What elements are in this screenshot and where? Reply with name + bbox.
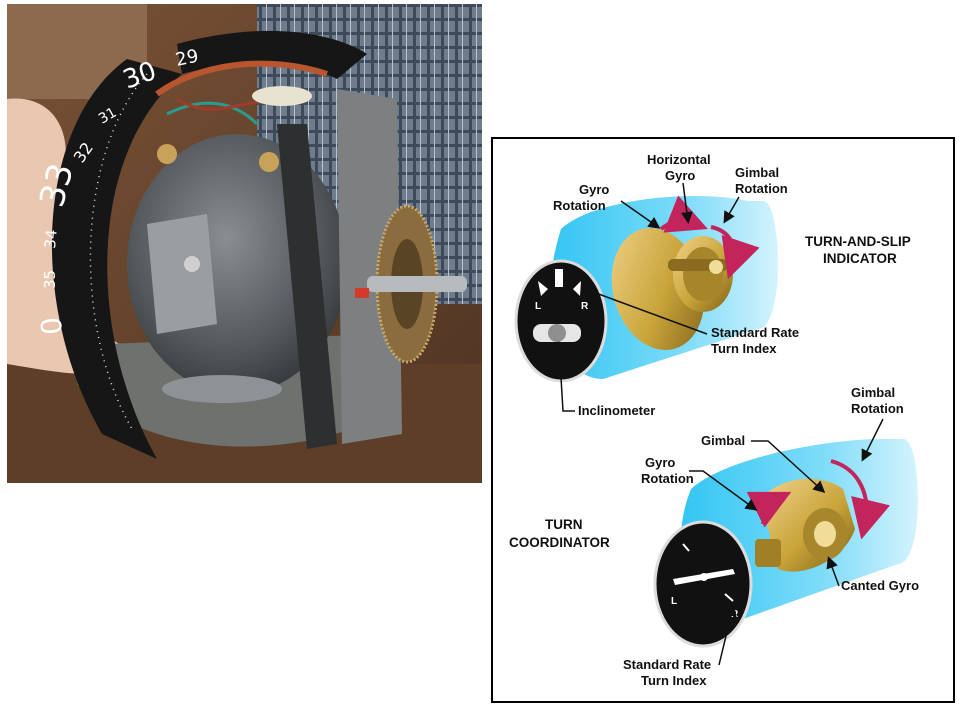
- ts-left-index: [538, 281, 548, 296]
- ts-gimbal-rotation-line1: Gimbal: [735, 165, 779, 180]
- ts-gyro-rotation-leader: [620, 200, 661, 229]
- tc-gyro-rotation-arrow: [746, 491, 792, 528]
- ts-center-index: [555, 269, 563, 287]
- tc-title-line1: TURN: [545, 517, 583, 532]
- compass-number-29: 29: [174, 46, 201, 71]
- gyro-mechanism-photo: 30 31 32 33 34 35 0 29: [7, 4, 482, 483]
- ts-standard-rate-line1: Standard Rate: [711, 325, 799, 340]
- tc-canted-gyro-label: Canted Gyro: [841, 578, 919, 593]
- gimbal-frame: [337, 89, 402, 444]
- diagram-canvas: L R TURN-AND-SLIP INDICATOR Horizontal G…: [509, 152, 919, 688]
- frame-arm: [277, 124, 337, 449]
- tc-gimbal-rotation-leader: [861, 418, 884, 462]
- ts-inclinometer-ball: [548, 324, 566, 342]
- tc-dial-face: [653, 520, 753, 648]
- wiring: [155, 60, 328, 126]
- shaft-red-collar: [355, 288, 369, 298]
- tc-gimbal-rotation-arrow: [830, 459, 891, 540]
- gyro-shaft: [367, 276, 467, 292]
- ts-standard-rate-leader: [582, 286, 708, 335]
- tc-gimbal-rotation-line2: Rotation: [851, 401, 904, 416]
- ts-gimbal-assembly: [668, 236, 733, 312]
- compass-card: 30 31 32 33 34 35 0 29: [32, 30, 367, 459]
- tc-standard-rate-line2: Turn Index: [641, 673, 707, 688]
- brass-screw-right: [259, 152, 279, 172]
- tc-gyro-rotation-leader: [689, 470, 758, 511]
- ts-horizontal-gyro-line2: Gyro: [665, 168, 695, 183]
- gyro-instruments-diagram: L R TURN-AND-SLIP INDICATOR Horizontal G…: [491, 137, 955, 703]
- ts-horizontal-gyro-line1: Horizontal: [647, 152, 711, 167]
- tc-gimbal-leader: [751, 440, 826, 494]
- gyro-bracket: [147, 214, 217, 334]
- ts-gyro-rotation-line2: Rotation: [553, 198, 606, 213]
- compass-number-34: 34: [41, 229, 61, 250]
- tc-index-mark-left: [682, 543, 690, 552]
- tc-standard-rate-line1: Standard Rate: [623, 657, 711, 672]
- ts-horizontal-gyro-leader: [680, 182, 693, 224]
- ts-gimbal-rotation-leader: [723, 196, 740, 224]
- bracket-screw: [184, 256, 200, 272]
- ts-title-line2: INDICATOR: [823, 251, 897, 266]
- ts-dial-left: L: [535, 301, 541, 312]
- turn-and-slip-indicator: L R TURN-AND-SLIP INDICATOR Horizontal G…: [514, 152, 911, 418]
- tc-gyro-rotation-line1: Gyro: [645, 455, 675, 470]
- compass-number-0: 0: [35, 316, 69, 337]
- compass-number-31: 31: [96, 105, 119, 128]
- tc-canted-gyro-leader: [826, 556, 840, 587]
- tc-gimbal-rotation-line1: Gimbal: [851, 385, 895, 400]
- ts-inclinometer-leader: [553, 341, 575, 412]
- turn-coordinator: L R TURN COORDINATOR Gimbal Rotation Gim…: [509, 385, 919, 688]
- tc-gyro-rotation-line2: Rotation: [641, 471, 694, 486]
- ts-gyro-rotation-line1: Gyro: [579, 182, 609, 197]
- ts-inclinometer-label: Inclinometer: [578, 403, 655, 418]
- ts-standard-rate-line2: Turn Index: [711, 341, 777, 356]
- ts-title-line1: TURN-AND-SLIP: [805, 234, 911, 249]
- tc-index-mark-right: [724, 593, 734, 602]
- ts-right-index: [573, 281, 581, 296]
- lower-disc: [162, 375, 282, 403]
- ts-gimbal-rotation-arrow: [710, 225, 760, 280]
- tc-title-line2: COORDINATOR: [509, 535, 610, 550]
- tc-gimbal-label: Gimbal: [701, 433, 745, 448]
- photo-illustration: 30 31 32 33 34 35 0 29: [7, 4, 482, 483]
- ts-dial-right: R: [581, 301, 589, 312]
- compass-number-35: 35: [41, 270, 59, 289]
- hand: [7, 98, 137, 374]
- tc-standard-rate-leader: [718, 604, 737, 666]
- ts-gimbal-rotation-line2: Rotation: [735, 181, 788, 196]
- tc-airplane-center: [700, 573, 708, 581]
- tc-dial-left: L: [671, 596, 677, 607]
- brass-screw-left: [157, 144, 177, 164]
